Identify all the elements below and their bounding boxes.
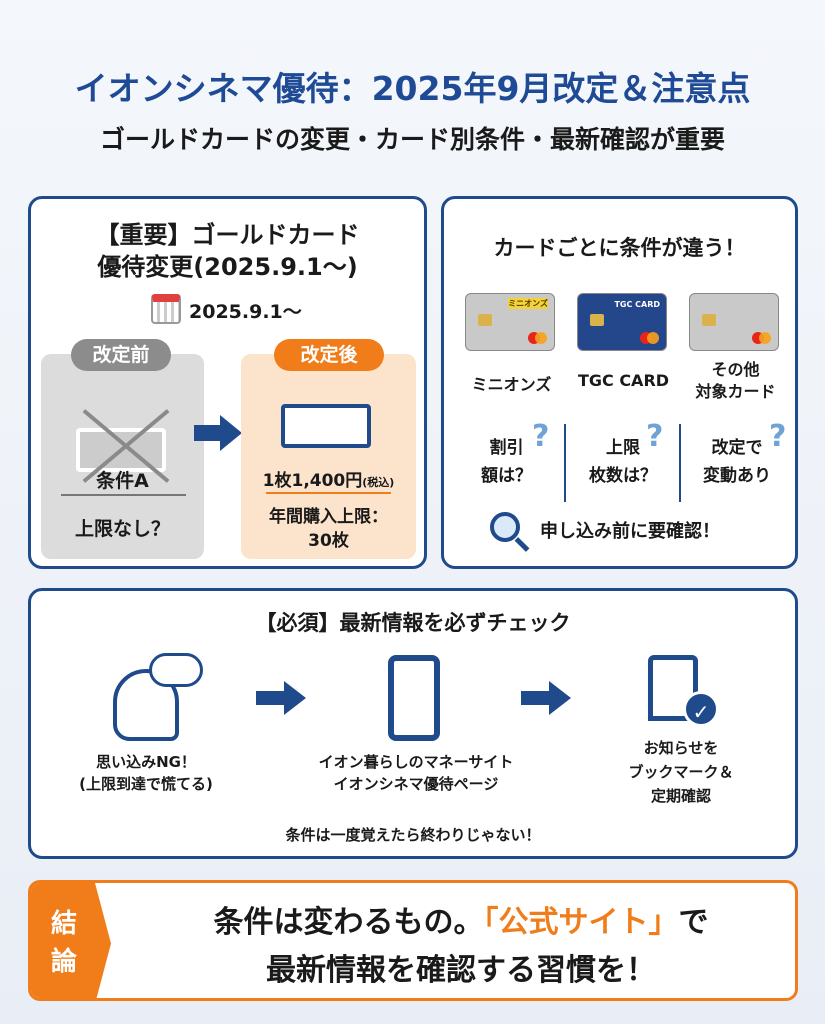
- before-label: 改定前: [71, 339, 171, 371]
- question-change: 改定で変動あり: [703, 438, 771, 486]
- arrow-right-icon: [521, 691, 551, 705]
- ticket-icon: [281, 404, 371, 448]
- smartphone-icon: [388, 655, 440, 741]
- question-mark-icon: ?: [646, 419, 664, 454]
- step-bookmark: お知らせをブックマーク＆定期確認: [628, 739, 734, 805]
- card-tgc: TGC CARD: [577, 293, 667, 351]
- ticket-icon: [76, 428, 166, 472]
- question-limit: 上限枚数は？: [589, 438, 657, 486]
- gold-card-change-panel: 【重要】ゴールドカード 優待変更(2025.9.1〜) 2025.9.1〜 条件…: [28, 196, 427, 569]
- checkmark-icon: ✓: [683, 691, 719, 727]
- page-title: イオンシネマ優待：2025年9月改定＆注意点: [74, 69, 751, 108]
- after-label: 改定後: [274, 339, 384, 371]
- conclusion-banner: 結論 条件は変わるもの。「公式サイト」で 最新情報を確認する習慣を！: [28, 880, 798, 1001]
- arrow-right-icon: [194, 425, 222, 441]
- step-official-site: イオン暮らしのマネーサイトイオンシネマ優待ページ: [318, 753, 514, 793]
- question-mark-icon: ?: [532, 419, 550, 454]
- card-name-tgc: TGC CARD: [577, 371, 670, 390]
- before-box: 条件A 上限なし？: [41, 354, 204, 559]
- before-limit: 上限なし？: [74, 518, 170, 540]
- after-limit-2: 30枚: [308, 531, 349, 551]
- conclusion-line-2: 最新情報を確認する習慣を！: [266, 953, 656, 988]
- effective-date: 2025.9.1〜: [189, 301, 302, 323]
- card-minions: ミニオンズ: [465, 293, 555, 351]
- check-before-apply: 申し込み前に要確認！: [540, 521, 720, 542]
- after-limit-1: 年間購入上限：: [269, 507, 388, 527]
- question-discount: 割引額は？: [481, 438, 532, 486]
- arrow-right-icon: [256, 691, 286, 705]
- check-note: 条件は一度覚えたら終わりじゃない！: [285, 826, 541, 844]
- conclusion-line-1: 条件は変わるもの。「公式サイト」で: [213, 905, 709, 940]
- card-name-other: その他対象カード: [695, 360, 776, 401]
- question-mark-icon: ?: [769, 419, 787, 454]
- calendar-icon: [151, 294, 181, 324]
- after-box: 1枚1,400円(税込) 年間購入上限： 30枚: [241, 354, 416, 559]
- cards-panel-title: カードごとに条件が違う！: [493, 236, 746, 260]
- conclusion-tag: [31, 883, 111, 998]
- gold-panel-title-2: 優待変更(2025.9.1〜): [97, 253, 358, 281]
- gold-panel-title-1: 【重要】ゴールドカード: [95, 221, 360, 249]
- card-conditions-panel: カードごとに条件が違う！ ミニオンズ TGC CARD ミニオンズ TGC CA…: [441, 196, 798, 569]
- card-other: [689, 293, 779, 351]
- before-condition: 条件A: [96, 470, 149, 492]
- step-misconception: 思い込みNG！(上限到達で慌てる): [79, 753, 213, 793]
- latest-info-panel: 【必須】最新情報を必ずチェック 思い込みNG！(上限到達で慌てる) イオン暮らし…: [28, 588, 798, 859]
- after-price: 1枚1,400円(税込): [262, 471, 395, 491]
- check-panel-title: 【必須】最新情報を必ずチェック: [255, 611, 571, 635]
- page-subtitle: ゴールドカードの変更・カード別条件・最新確認が重要: [99, 125, 725, 154]
- card-name-minions: ミニオンズ: [471, 375, 552, 394]
- magnifier-icon: [490, 512, 520, 542]
